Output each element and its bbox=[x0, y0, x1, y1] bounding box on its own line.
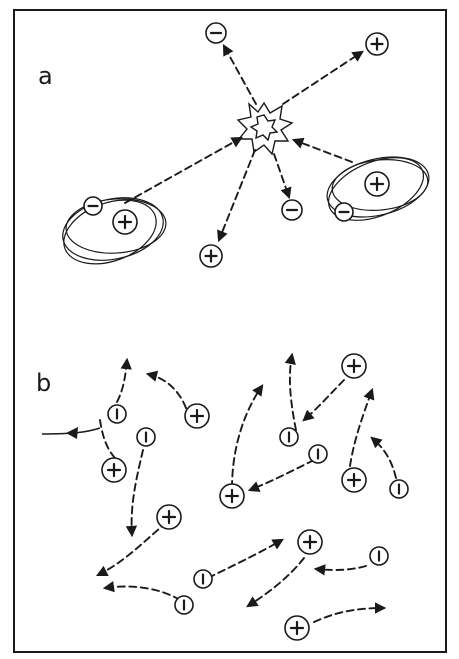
trajectory bbox=[95, 521, 168, 577]
trajectory-to-bottom-positive bbox=[217, 149, 256, 243]
trajectory bbox=[41, 427, 101, 435]
collision-burst bbox=[236, 101, 294, 156]
positive-ion bbox=[341, 467, 367, 493]
positive-ion bbox=[199, 244, 223, 268]
negative-ion bbox=[389, 479, 409, 499]
positive-ion bbox=[184, 403, 210, 429]
negative-ion bbox=[174, 595, 194, 615]
positive-ion bbox=[297, 529, 323, 555]
trajectory bbox=[349, 387, 375, 467]
trajectory bbox=[284, 352, 297, 431]
positive-ion bbox=[284, 615, 310, 641]
positive-ion bbox=[112, 209, 138, 235]
trajectory bbox=[102, 581, 181, 601]
positive-ion bbox=[101, 457, 127, 483]
trajectory-right-atom-in bbox=[291, 137, 353, 163]
positive-ion bbox=[156, 504, 182, 530]
trajectory-left-atom-in bbox=[124, 136, 243, 204]
trajectory-to-top-right-positive bbox=[282, 50, 364, 105]
panel-b-label: b bbox=[36, 369, 51, 397]
positive-ion bbox=[364, 171, 390, 197]
trajectory bbox=[125, 449, 144, 538]
negative-ion bbox=[334, 202, 354, 222]
positive-ion bbox=[219, 483, 245, 509]
trajectory bbox=[302, 379, 345, 422]
atom-left bbox=[62, 196, 167, 265]
trajectory bbox=[313, 564, 367, 576]
panel-a-label: a bbox=[38, 62, 53, 90]
negative-ion bbox=[281, 199, 303, 221]
trajectory bbox=[116, 357, 132, 403]
negative-ion bbox=[193, 569, 213, 589]
panel-b: b bbox=[36, 352, 409, 641]
trajectory bbox=[247, 459, 315, 492]
trajectory bbox=[370, 436, 397, 479]
trajectory bbox=[231, 384, 264, 489]
trajectory bbox=[145, 370, 187, 409]
panel-a: a bbox=[38, 22, 430, 268]
trajectory bbox=[207, 538, 284, 579]
figure-frame bbox=[13, 9, 447, 653]
arrow-head bbox=[66, 427, 78, 439]
negative-ion bbox=[279, 427, 299, 447]
negative-ion bbox=[369, 546, 389, 566]
positive-ion bbox=[365, 32, 389, 56]
negative-ion bbox=[308, 444, 328, 464]
atom-right bbox=[326, 156, 430, 222]
negative-ion bbox=[136, 427, 156, 447]
trajectory-to-bottom-negative bbox=[273, 153, 292, 200]
negative-ion bbox=[83, 196, 103, 216]
trajectory bbox=[313, 602, 387, 623]
trajectory-to-top-negative bbox=[222, 44, 257, 105]
trajectory bbox=[246, 557, 305, 608]
negative-ion bbox=[107, 404, 127, 424]
positive-ion bbox=[341, 353, 367, 379]
trajectory bbox=[99, 419, 116, 459]
negative-ion bbox=[205, 22, 227, 44]
